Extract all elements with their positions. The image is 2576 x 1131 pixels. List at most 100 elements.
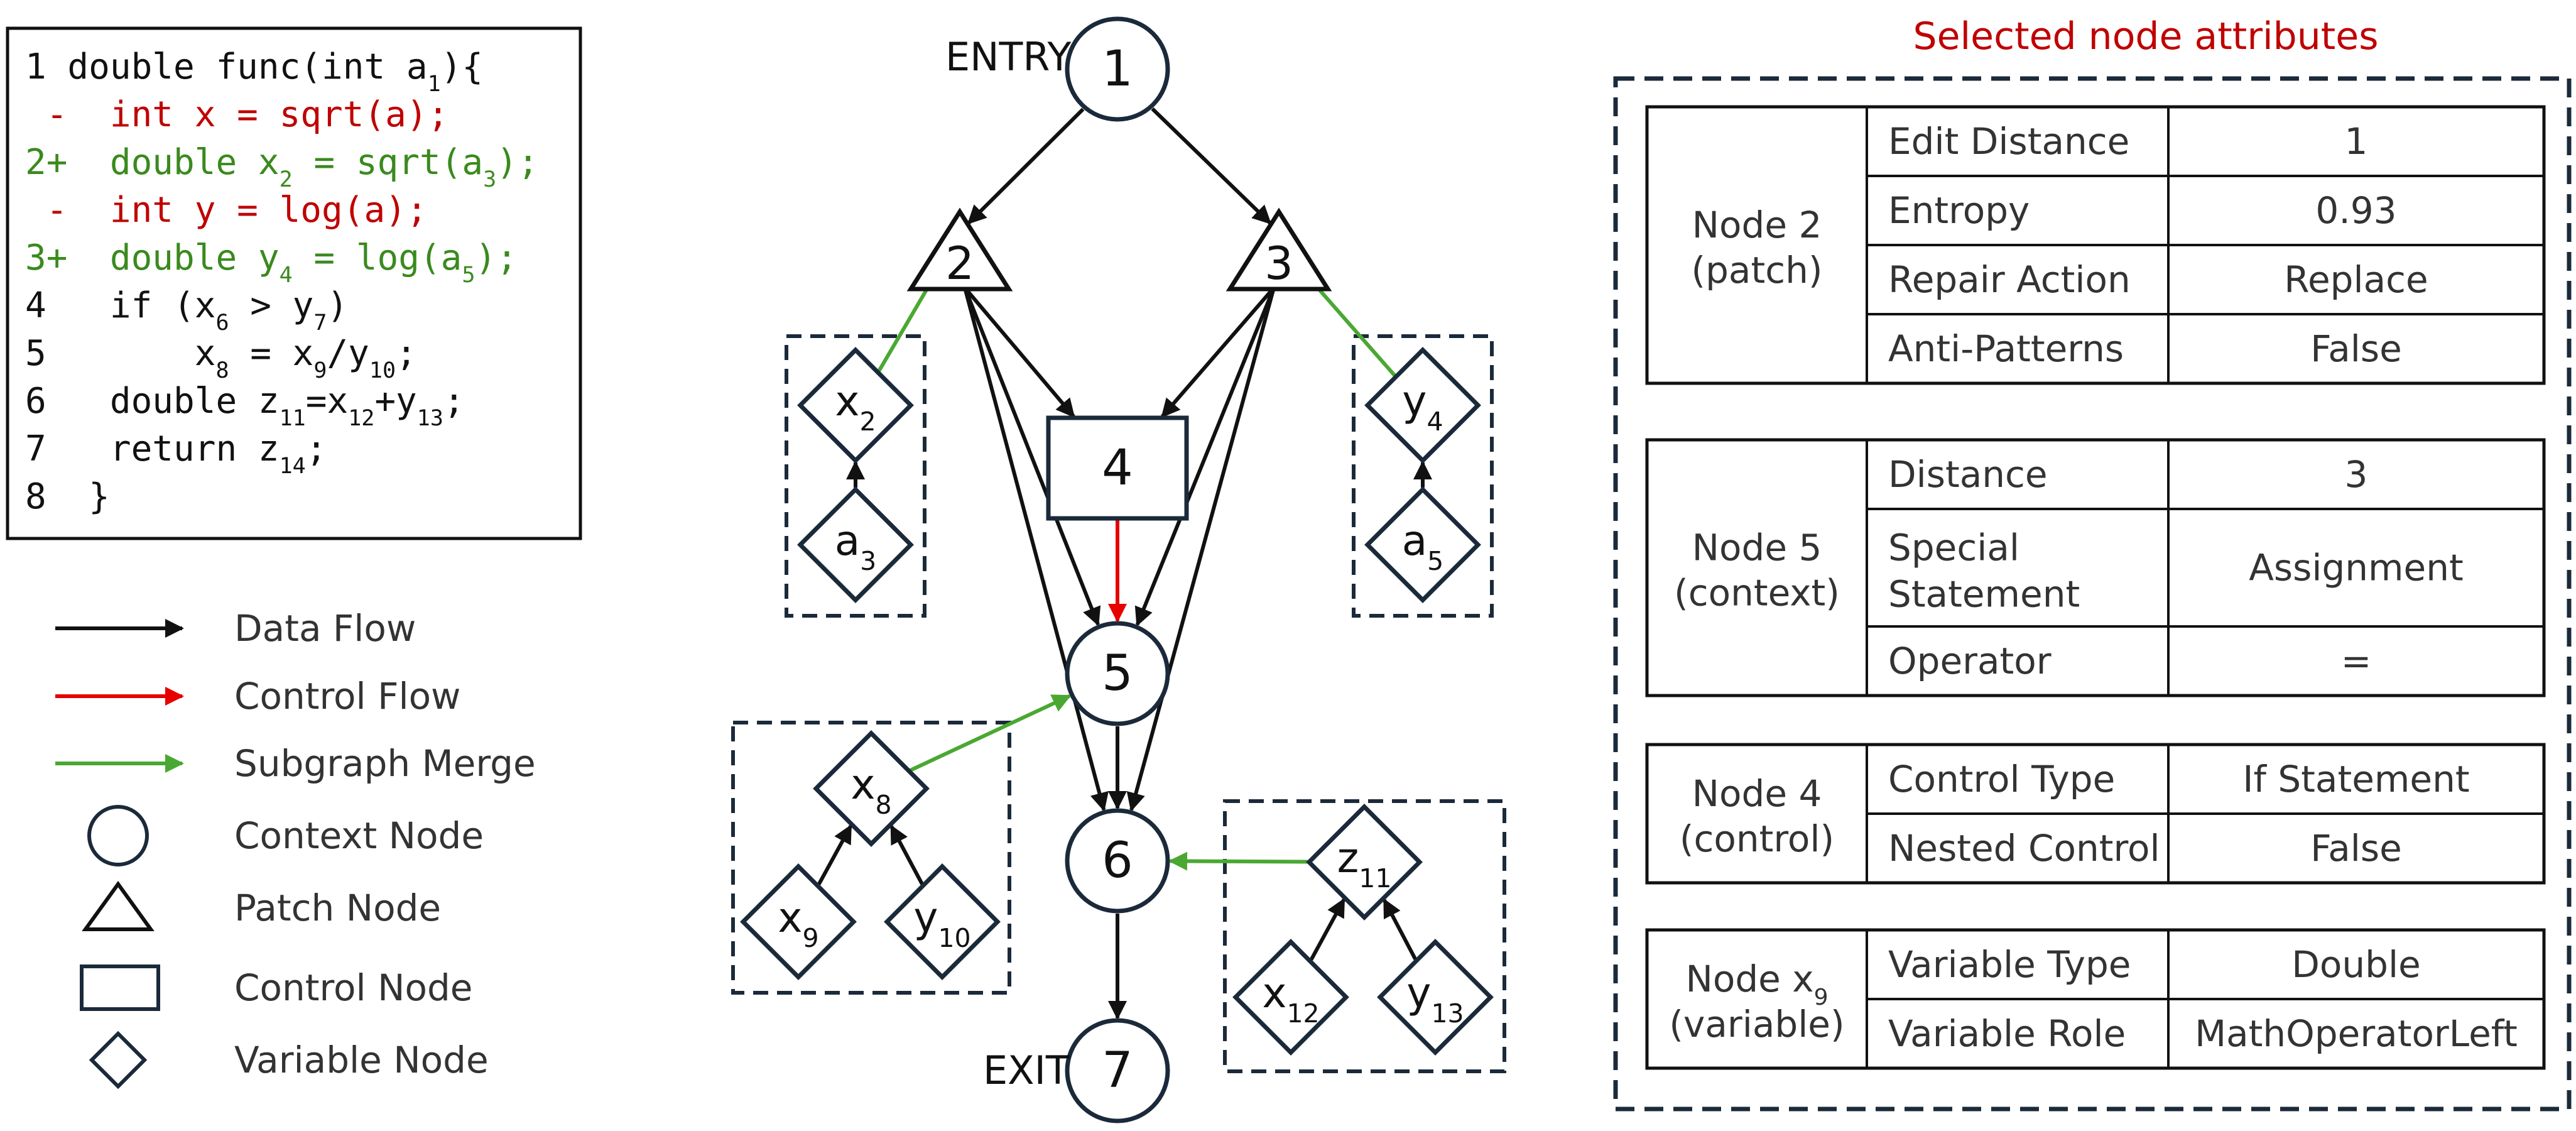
exit-label: EXIT — [983, 1047, 1070, 1093]
edge-n3-n5 — [1134, 287, 1276, 626]
edge-n1-n2 — [967, 107, 1085, 225]
attr-value: Replace — [2284, 258, 2428, 301]
node-n2: 2 — [906, 207, 1013, 292]
node-label: y4 — [1402, 377, 1443, 437]
legend-circle-icon — [87, 805, 149, 866]
attr-name: Edit Distance — [1888, 120, 2129, 163]
node-diamond-icon — [813, 730, 930, 847]
node-label: a3 — [835, 516, 877, 576]
node-n5: 5 — [1065, 621, 1170, 726]
edge-vx9-vx8 — [817, 824, 853, 885]
attr-node-name: Node 4 — [1692, 772, 1822, 815]
subgraph-box-y4 — [1352, 334, 1494, 618]
node-va3: a3 — [797, 486, 914, 603]
node-va5: a5 — [1364, 486, 1481, 603]
attr-node-name: Node x9 — [1685, 958, 1828, 1010]
node-n7: 7 — [1065, 1018, 1170, 1123]
legend-item: Control Node — [80, 964, 472, 1011]
node-diamond-icon — [1377, 939, 1494, 1056]
node-diamond-icon — [1364, 347, 1481, 464]
node-vx2: x2 — [797, 347, 914, 464]
node-vx8: x8 — [813, 730, 930, 847]
edge-vx12-vz11 — [1309, 897, 1346, 961]
attr-node-role: (variable) — [1669, 1003, 1844, 1046]
legend-item: Context Node — [87, 805, 484, 866]
legend-label: Data Flow — [234, 607, 416, 650]
node-label: x9 — [778, 893, 818, 953]
node-label: 1 — [1102, 41, 1133, 97]
attr-name: Variable Type — [1888, 943, 2131, 986]
node-label: x12 — [1262, 969, 1319, 1029]
subgraph-boxes — [731, 334, 1506, 1073]
node-label: y13 — [1406, 969, 1464, 1029]
attr-value: False — [2310, 327, 2402, 370]
edge-n3-n4 — [1161, 287, 1276, 418]
edge-vy13-vz11 — [1383, 898, 1417, 961]
attr-value: Assignment — [2249, 547, 2464, 589]
node-label: 4 — [1102, 440, 1133, 496]
node-label: 7 — [1102, 1042, 1133, 1099]
attr-name: Repair Action — [1888, 258, 2131, 301]
node-diamond-icon — [884, 863, 1001, 980]
node-vz11: z11 — [1306, 804, 1423, 921]
node-label: a5 — [1402, 516, 1444, 576]
attr-node-name: Node 2 — [1692, 204, 1822, 246]
legend-label: Variable Node — [234, 1039, 489, 1081]
edge-vx8-n5 — [910, 694, 1072, 772]
node-diamond-icon — [797, 347, 914, 464]
node-diamond-icon — [1306, 804, 1423, 921]
attr-value: MathOperatorLeft — [2195, 1012, 2518, 1055]
code-line: - int y = log(a); — [25, 190, 428, 231]
node-diamond-icon — [797, 486, 914, 603]
legend-item: Control Flow — [55, 675, 461, 718]
node-triangle-icon — [1226, 207, 1332, 292]
legend-label: Subgraph Merge — [234, 742, 536, 785]
code-line: 8 } — [25, 476, 110, 517]
attr-name: Variable Role — [1888, 1012, 2126, 1055]
attr-table-frame — [1645, 438, 2546, 697]
node-circle-icon — [1065, 621, 1170, 726]
node-label: x8 — [851, 760, 891, 820]
code-line: 2+ double x2 = sqrt(a3); — [25, 142, 539, 192]
node-circle-icon — [1065, 16, 1170, 122]
node-vx12: x12 — [1232, 939, 1349, 1056]
node-vy4: y4 — [1364, 347, 1481, 464]
graph-edges — [817, 107, 1432, 1020]
subgraph-box-x2 — [785, 334, 927, 618]
subgraph-box-z11 — [1223, 799, 1506, 1073]
attr-value: False — [2310, 827, 2402, 870]
attr-value: Double — [2291, 943, 2421, 986]
legend-label: Context Node — [234, 814, 484, 857]
attr-value: 1 — [2345, 120, 2368, 163]
edge-n1-n3 — [1151, 107, 1272, 225]
edge-n2-n5 — [963, 287, 1101, 626]
node-diamond-icon — [740, 863, 857, 980]
entry-label: ENTRY — [945, 34, 1072, 80]
attributes-title: Selected node attributes — [1913, 14, 2379, 58]
node-label: z11 — [1337, 834, 1392, 893]
node-label: 3 — [1264, 237, 1293, 290]
code-line: 5 x8 = x9/y10; — [25, 333, 417, 383]
node-diamond-icon — [1232, 939, 1349, 1056]
legend-item: Patch Node — [82, 880, 441, 931]
code-line: 1 double func(int a1){ — [25, 46, 483, 97]
legend-rect-icon — [80, 964, 160, 1011]
node-label: x2 — [835, 377, 876, 437]
legend-label: Control Flow — [234, 675, 461, 718]
code-panel-frame — [6, 26, 582, 540]
attr-value: 3 — [2345, 453, 2368, 496]
edge-vy10-vx8 — [889, 824, 924, 885]
code-line: 6 double z11=x12+y13; — [25, 381, 465, 431]
node-circle-icon — [1065, 1018, 1170, 1123]
node-triangle-icon — [906, 207, 1013, 292]
attr-node-role: (patch) — [1691, 249, 1822, 292]
node-n3: 3 — [1226, 207, 1332, 292]
edge-n2-n6 — [963, 287, 1109, 812]
